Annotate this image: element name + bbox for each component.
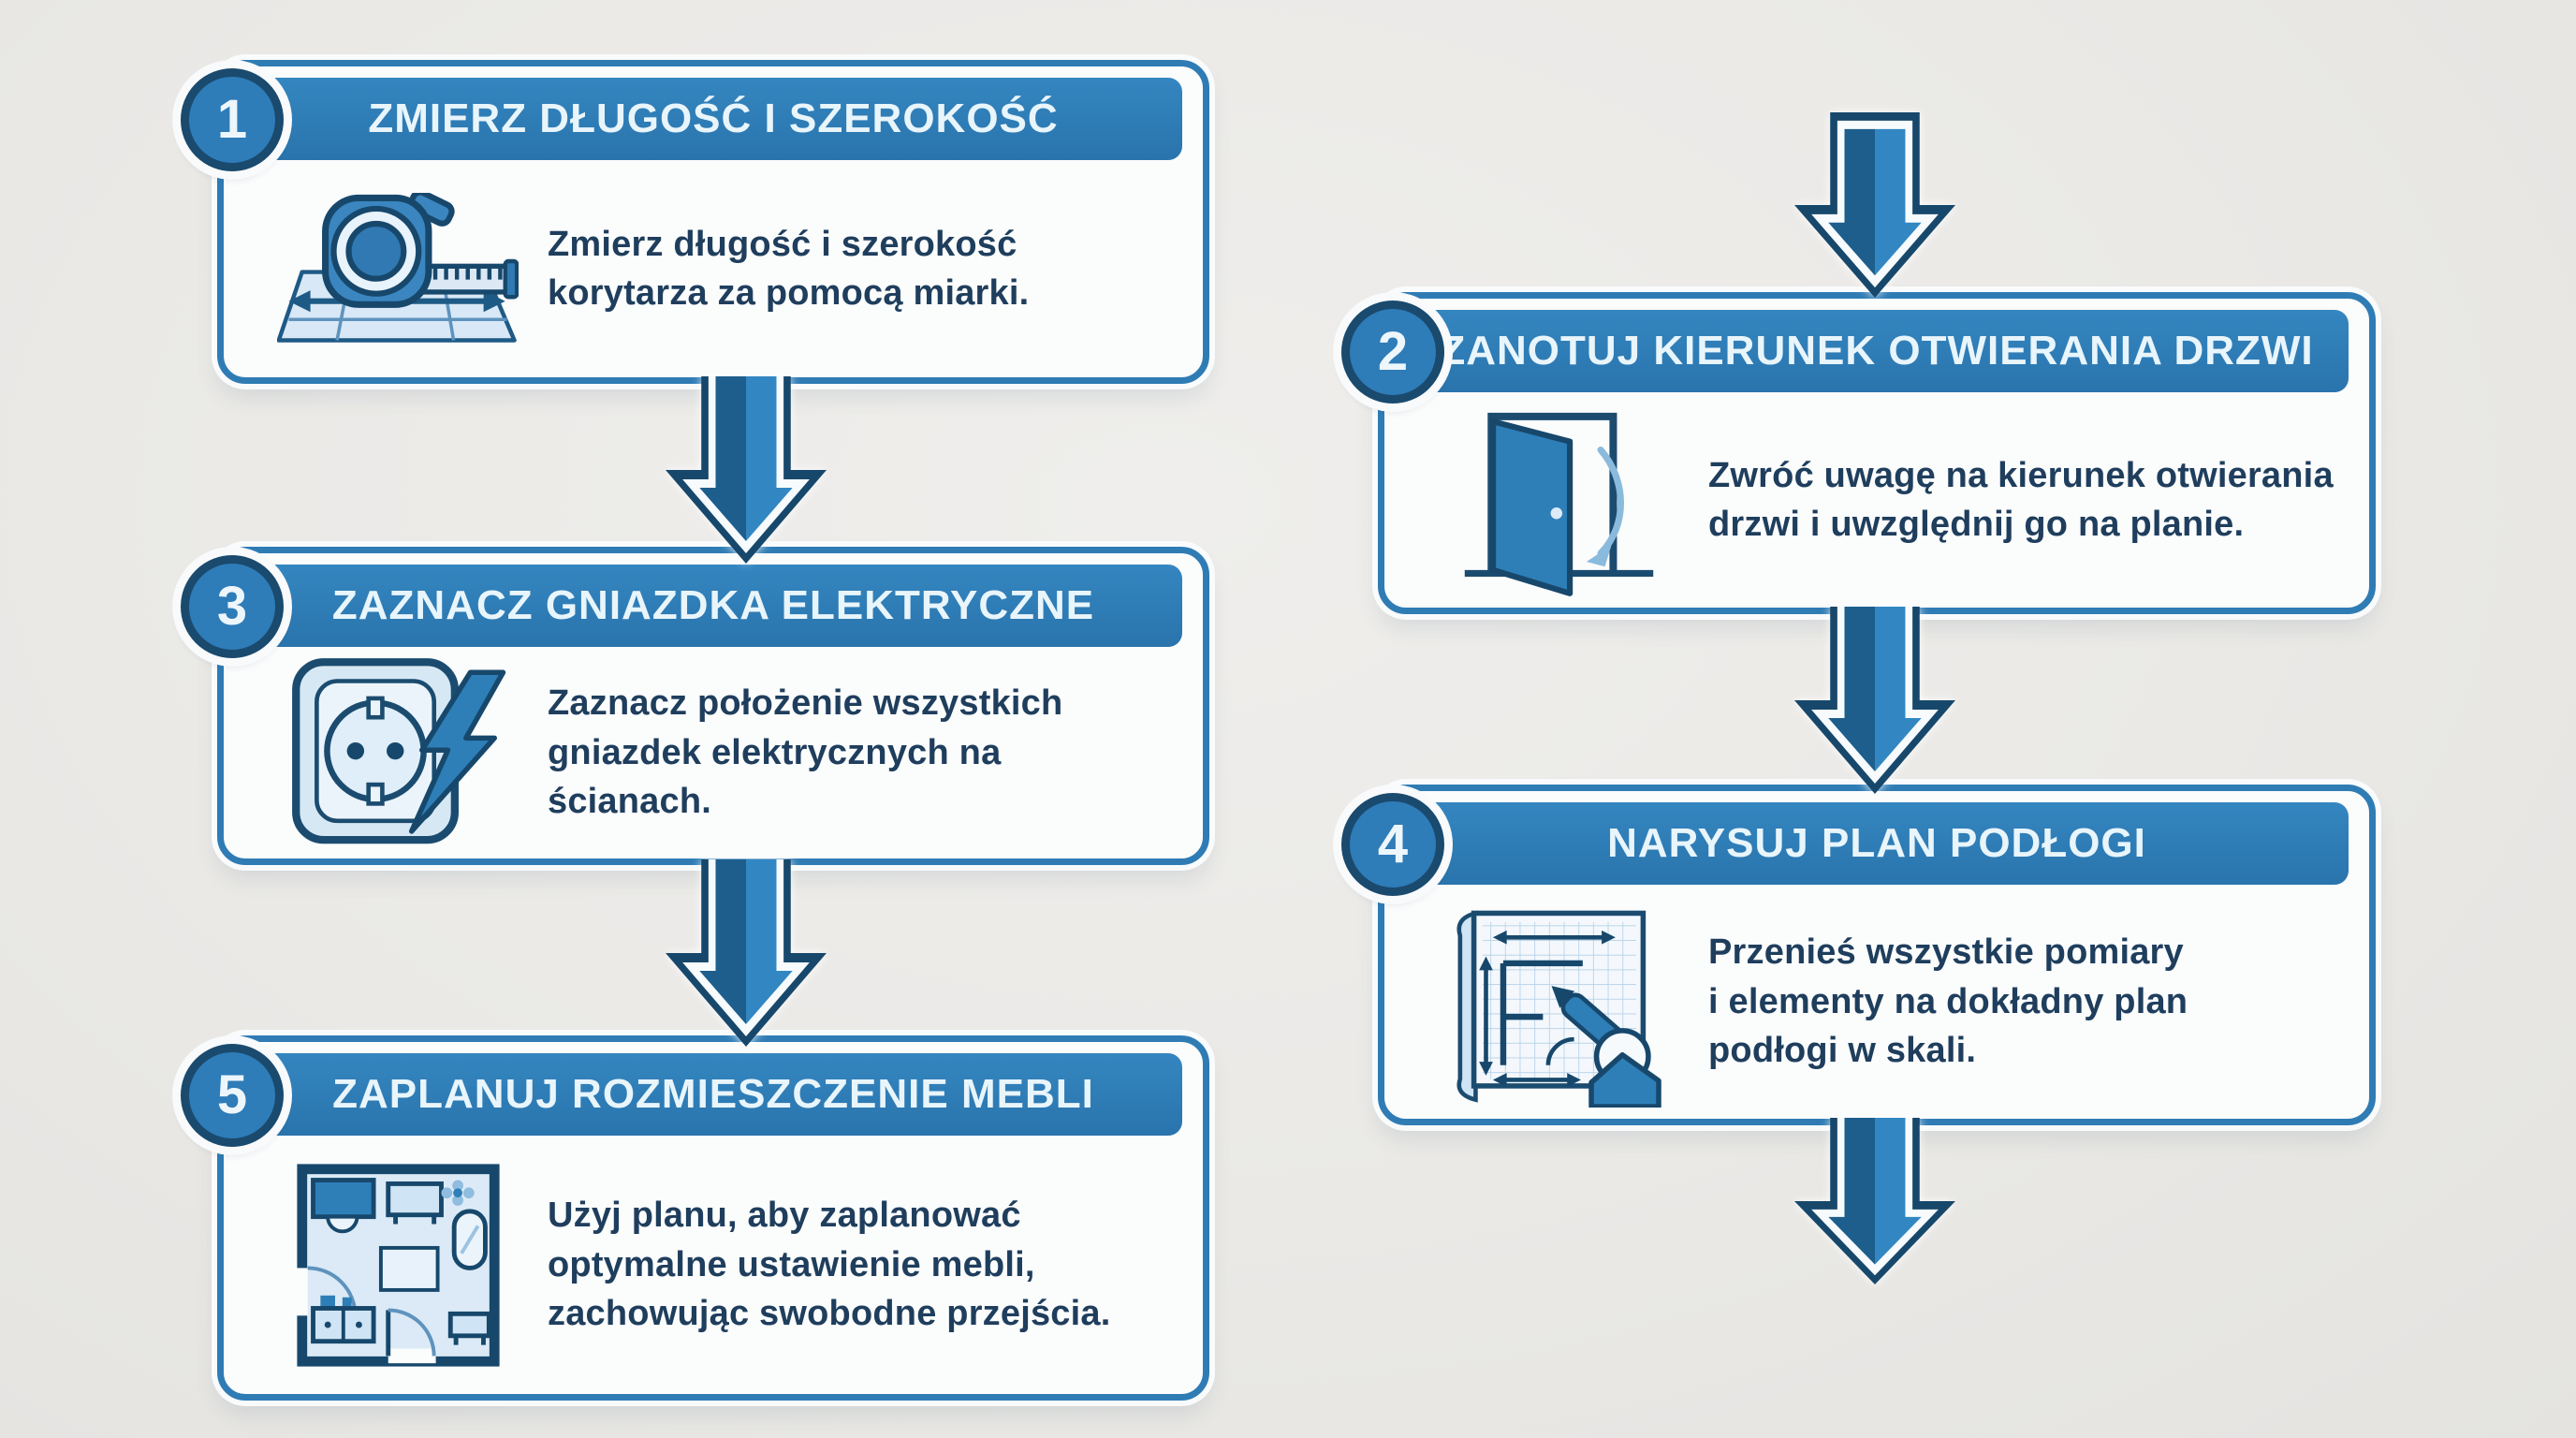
desc-line-3: ścianach. — [548, 782, 712, 822]
step-number: 3 — [216, 576, 248, 637]
step-3-body: Zaznacz położenie wszystkich gniazdek el… — [224, 651, 1203, 855]
power-outlet-icon — [276, 653, 520, 852]
step-card-2: 2 ZANOTUJ KIERUNEK OTWIERANIA DRZWI Zwró… — [1341, 292, 2376, 614]
desc-line-2: i elementy na dokładny plan — [1708, 981, 2188, 1021]
flow-down-arrow-step-2-to-4 — [1794, 607, 1955, 794]
flower-detail — [440, 1180, 475, 1206]
desc-line-1: Przenieś wszystkie pomiary — [1708, 932, 2184, 973]
step-5-body: Użyj planu, aby zaplanować optymalne ust… — [224, 1139, 1203, 1390]
step-number: 4 — [1377, 814, 1409, 874]
flow-down-arrow-into-step-2 — [1794, 112, 1955, 298]
step-card-5: 5 ZAPLANUJ ROZMIESZCZENIE MEBLI — [181, 1035, 1209, 1401]
step-title: NARYSUJ PLAN PODŁOGI — [1607, 820, 2146, 866]
step-card-1: 1 ZMIERZ DŁUGOŚĆ I SZEROKOŚĆ — [181, 60, 1209, 384]
desc-line-1: Zmierz długość i szerokość — [548, 224, 1017, 264]
desc-line-2: optymalne ustawienie mebli, — [548, 1244, 1035, 1284]
desc-line-2: drzwi i uwzględnij go na planie. — [1708, 505, 2245, 544]
tape-measure-icon — [276, 193, 520, 345]
step-description: Użyj planu, aby zaplanować optymalne ust… — [548, 1191, 1111, 1338]
step-1-number-badge: 1 — [181, 68, 284, 171]
tape-measure-icon-svg — [277, 193, 519, 343]
floor-plan-icon — [276, 1160, 520, 1371]
step-2-header-bar: ZANOTUJ KIERUNEK OTWIERANIA DRZWI — [1405, 310, 2349, 392]
step-description: Zwróć uwagę na kierunek otwierania drzwi… — [1708, 451, 2334, 550]
floor-plan-icon-svg — [294, 1163, 500, 1367]
door-swing-icon-svg — [1464, 412, 1653, 596]
step-4-body: Przenieś wszystkie pomiary i elementy na… — [1384, 888, 2369, 1115]
step-3-number-badge: 3 — [181, 555, 284, 658]
step-number: 2 — [1377, 321, 1409, 382]
step-title: ZANOTUJ KIERUNEK OTWIERANIA DRZWI — [1440, 328, 2314, 374]
desc-line-1: Użyj planu, aby zaplanować — [548, 1196, 1021, 1236]
step-card-3: 3 ZAZNACZ GNIAZDKA ELEKTRYCZNE Zaznacz — [181, 547, 1209, 865]
step-description: Przenieś wszystkie pomiary i elementy na… — [1708, 928, 2188, 1075]
step-2-number-badge: 2 — [1341, 301, 1444, 404]
desc-line-3: zachowując swobodne przejścia. — [548, 1294, 1111, 1334]
step-description: Zaznacz położenie wszystkich gniazdek el… — [548, 679, 1062, 826]
step-5-header-bar: ZAPLANUJ ROZMIESZCZENIE MEBLI — [244, 1053, 1182, 1136]
step-number: 1 — [216, 89, 248, 150]
desc-line-1: Zwróć uwagę na kierunek otwierania — [1708, 455, 2334, 495]
blueprint-pen-icon-svg — [1456, 910, 1661, 1108]
blueprint-pen-icon — [1437, 896, 1680, 1108]
flow-down-arrow-step-3-to-5 — [666, 859, 827, 1047]
flow-down-arrow-step-1-to-3 — [666, 376, 827, 564]
step-4-header-bar: NARYSUJ PLAN PODŁOGI — [1405, 802, 2349, 885]
step-title: ZAZNACZ GNIAZDKA ELEKTRYCZNE — [331, 582, 1095, 628]
step-description: Zmierz długość i szerokość korytarza za … — [548, 220, 1029, 318]
door-swing-icon — [1437, 400, 1680, 600]
step-1-body: Zmierz długość i szerokość korytarza za … — [224, 164, 1203, 374]
step-2-body: Zwróć uwagę na kierunek otwierania drzwi… — [1384, 396, 2369, 604]
step-title: ZMIERZ DŁUGOŚĆ I SZEROKOŚĆ — [368, 95, 1059, 141]
step-5-number-badge: 5 — [181, 1044, 284, 1147]
step-3-header-bar: ZAZNACZ GNIAZDKA ELEKTRYCZNE — [244, 565, 1182, 647]
step-4-number-badge: 4 — [1341, 793, 1444, 896]
step-title: ZAPLANUJ ROZMIESZCZENIE MEBLI — [332, 1071, 1094, 1117]
flow-down-arrow-below-step-4 — [1794, 1118, 1955, 1284]
desc-line-1: Zaznacz położenie wszystkich — [548, 683, 1063, 724]
desc-line-3: podłogi w skali. — [1708, 1031, 1977, 1071]
desc-line-2: korytarza za pomocą miarki. — [548, 273, 1030, 313]
desc-line-2: gniazdek elektrycznych na — [548, 732, 1002, 772]
step-card-4: 4 NARYSUJ PLAN PODŁOGI — [1341, 785, 2376, 1125]
power-outlet-icon-svg — [292, 658, 506, 844]
step-number: 5 — [216, 1064, 248, 1125]
step-1-header-bar: ZMIERZ DŁUGOŚĆ I SZEROKOŚĆ — [244, 78, 1182, 160]
